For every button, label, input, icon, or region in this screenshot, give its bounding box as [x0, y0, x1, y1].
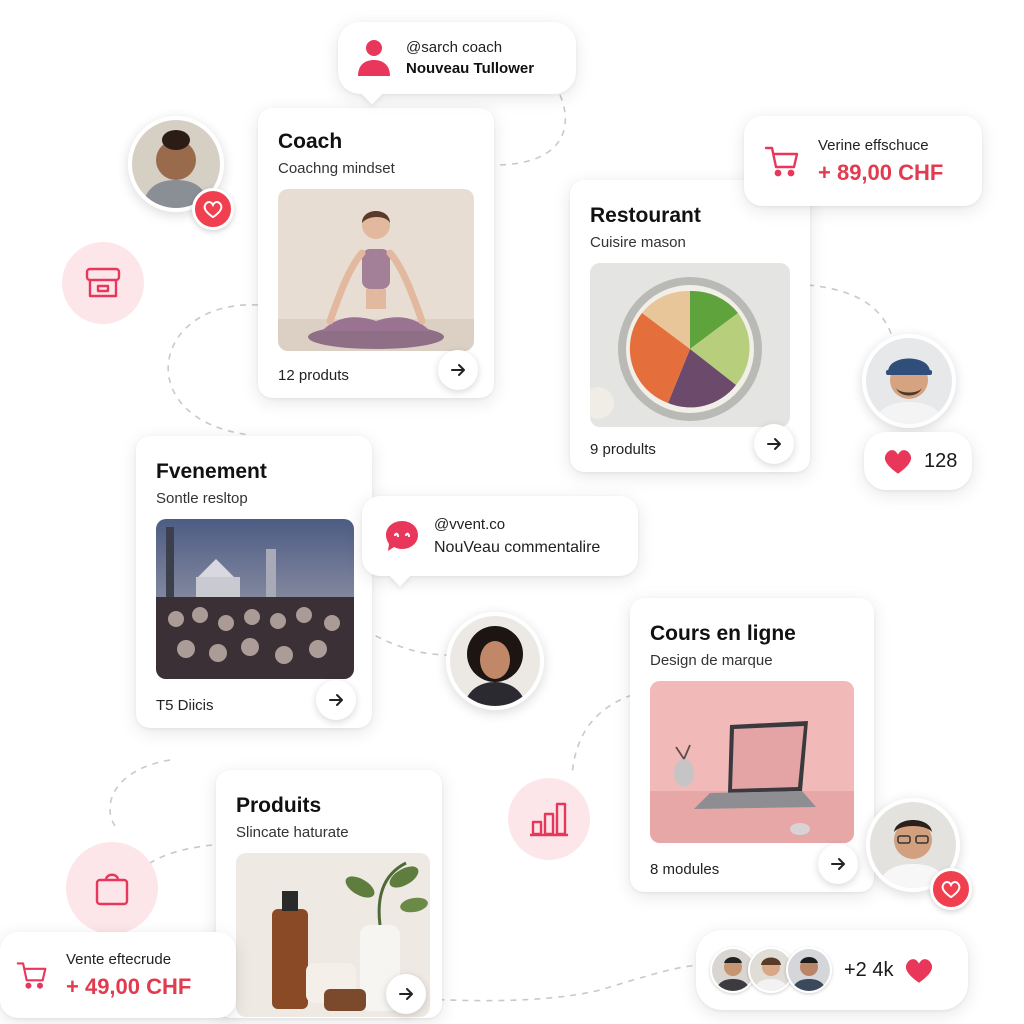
sale-amount: + 89,00 CHF: [818, 159, 944, 185]
user-icon: [356, 38, 392, 78]
laptop-photo: [650, 681, 854, 843]
card-title: Cours en ligne: [650, 622, 796, 645]
followers-counter[interactable]: +2 4k: [696, 930, 968, 1010]
avatar: [710, 947, 756, 993]
card-online-course[interactable]: Cours en ligne Design de marque 8 module…: [630, 598, 874, 892]
heart-icon: [903, 956, 935, 984]
arrow-right-icon: [829, 855, 847, 873]
event-open-button[interactable]: [316, 680, 356, 720]
card-footer: 9 prodults: [590, 441, 656, 458]
card-subtitle: Sontle resltop: [156, 490, 248, 507]
card-footer: 12 produts: [278, 367, 349, 384]
shopping-bag-circle[interactable]: [66, 842, 158, 934]
notification-new-follower[interactable]: @sarch coach Nouveau Tullower: [338, 22, 576, 105]
sale-amount: + 49,00 CHF: [66, 973, 192, 999]
card-title: Restourant: [590, 204, 701, 227]
avatar-woman-top-left[interactable]: [128, 116, 224, 212]
shopping-bag-icon: [92, 868, 132, 908]
heart-badge-bottom-right[interactable]: [930, 868, 972, 910]
store-circle[interactable]: [62, 242, 144, 324]
card-products[interactable]: Produits Slincate haturate: [216, 770, 442, 1018]
course-open-button[interactable]: [818, 844, 858, 884]
coach-open-button[interactable]: [438, 350, 478, 390]
arrow-right-icon: [397, 985, 415, 1003]
cart-icon: [16, 959, 48, 991]
sale-label: Verine effschuce: [818, 136, 929, 154]
store-icon: [84, 264, 122, 302]
notification-sale-top[interactable]: Verine effschuce + 89,00 CHF: [744, 116, 982, 206]
products-open-button[interactable]: [386, 974, 426, 1014]
food-bowl-photo: [590, 263, 790, 427]
card-subtitle: Coachng mindset: [278, 160, 395, 177]
arrow-right-icon: [765, 435, 783, 453]
heart-badge-top-left[interactable]: [192, 188, 234, 230]
notification-handle: @sarch coach: [406, 39, 503, 56]
sale-label: Vente eftecrude: [66, 950, 172, 968]
arrow-right-icon: [449, 361, 467, 379]
card-event[interactable]: Fvenement Sontle resltop T5 Diicis: [136, 436, 372, 728]
card-title: Fvenement: [156, 460, 267, 483]
chat-bubble-icon: [384, 518, 420, 554]
heart-icon: [882, 447, 914, 475]
followers-count: +2 4k: [844, 958, 894, 981]
avatar: [786, 947, 832, 993]
heart-icon: [941, 880, 961, 898]
card-coach[interactable]: Coach Coachng mindset 12 produts: [258, 108, 494, 398]
avatar-curly-woman[interactable]: [446, 612, 544, 710]
event-crowd-photo: [156, 519, 354, 679]
card-subtitle: Design de marque: [650, 652, 773, 669]
cart-icon: [764, 143, 800, 179]
heart-icon: [203, 200, 223, 218]
likes-count: 128: [924, 449, 958, 472]
skincare-photo: [236, 853, 430, 1017]
analytics-circle[interactable]: [508, 778, 590, 860]
card-footer: T5 Diicis: [156, 697, 214, 714]
avatar-man-cap[interactable]: [862, 334, 956, 428]
card-subtitle: Slincate haturate: [236, 824, 349, 841]
arrow-right-icon: [327, 691, 345, 709]
restaurant-open-button[interactable]: [754, 424, 794, 464]
avatar-stack: [710, 947, 832, 993]
card-footer: 8 modules: [650, 861, 720, 878]
notification-message: Nouveau Tullower: [406, 60, 535, 77]
notification-new-comment[interactable]: @vvent.co NouVeau commentalire: [362, 496, 638, 587]
card-title: Coach: [278, 130, 343, 153]
comment-handle: @vvent.co: [434, 515, 506, 533]
likes-counter[interactable]: 128: [864, 432, 972, 490]
bar-chart-icon: [529, 800, 569, 838]
comment-message: NouVeau commentalire: [434, 538, 601, 556]
notification-sale-bottom[interactable]: Vente eftecrude + 49,00 CHF: [0, 932, 236, 1018]
card-restaurant[interactable]: Restourant Cuisire mason 9 prodults: [570, 180, 810, 472]
card-subtitle: Cuisire mason: [590, 234, 686, 251]
card-title: Produits: [236, 794, 322, 817]
coach-photo: [278, 189, 474, 351]
